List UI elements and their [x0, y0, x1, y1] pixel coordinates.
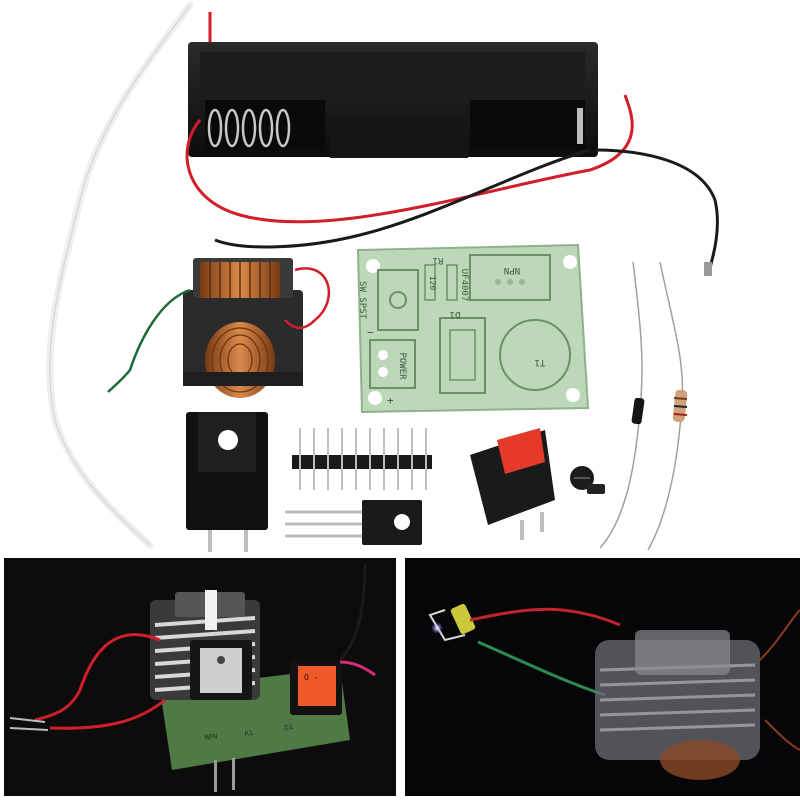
- inset-pcb-text-npn: NPN: [204, 732, 218, 742]
- pcb-label-resistor-value: 120: [428, 276, 437, 291]
- inset-translucent-coil: [595, 630, 760, 780]
- inset-pcb-text-r1: R1: [244, 729, 253, 738]
- ignition-coil: [183, 258, 303, 398]
- inset-switch-marks: O -: [304, 673, 318, 682]
- screw-icon: [570, 466, 605, 494]
- holder-red-lead: [185, 94, 634, 224]
- inset-pcb-text-d1: D1: [284, 723, 293, 732]
- diode: [599, 261, 645, 549]
- pcb-label-minus: −: [367, 326, 374, 339]
- inset-switch: O -: [290, 660, 342, 715]
- pcb-label-t1: T1: [535, 357, 546, 367]
- battery-spring-icon: [207, 108, 291, 148]
- coil-red-lead: [284, 267, 331, 330]
- battery-holder: [188, 42, 598, 158]
- inset-arc-demo: [405, 558, 800, 796]
- pcb-label-npn: NPN: [504, 265, 520, 275]
- heatsink: [186, 412, 268, 552]
- pcb-board: SW SPST R1 UF4007 NPN 120 D1 POWER T1 − …: [356, 243, 590, 414]
- pcb-label-diode: UF4007: [459, 269, 469, 302]
- transistor: [285, 500, 422, 545]
- pcb-label-d1: D1: [450, 309, 461, 319]
- pcb-label-power: POWER: [397, 352, 407, 380]
- rocker-switch: [470, 428, 555, 540]
- holder-black-lead: [594, 148, 719, 276]
- pcb-label-plus: +: [387, 394, 394, 407]
- coil-green-lead: [107, 288, 191, 393]
- inset-assembled-board: NPN R1 D1 O -: [4, 558, 396, 796]
- pcb-label-r1: R1: [433, 255, 444, 265]
- pin-header: [292, 428, 432, 490]
- resistor: [647, 261, 688, 551]
- pcb-label-sw: SW SPST: [357, 281, 367, 320]
- hv-white-wire: [46, 1, 194, 549]
